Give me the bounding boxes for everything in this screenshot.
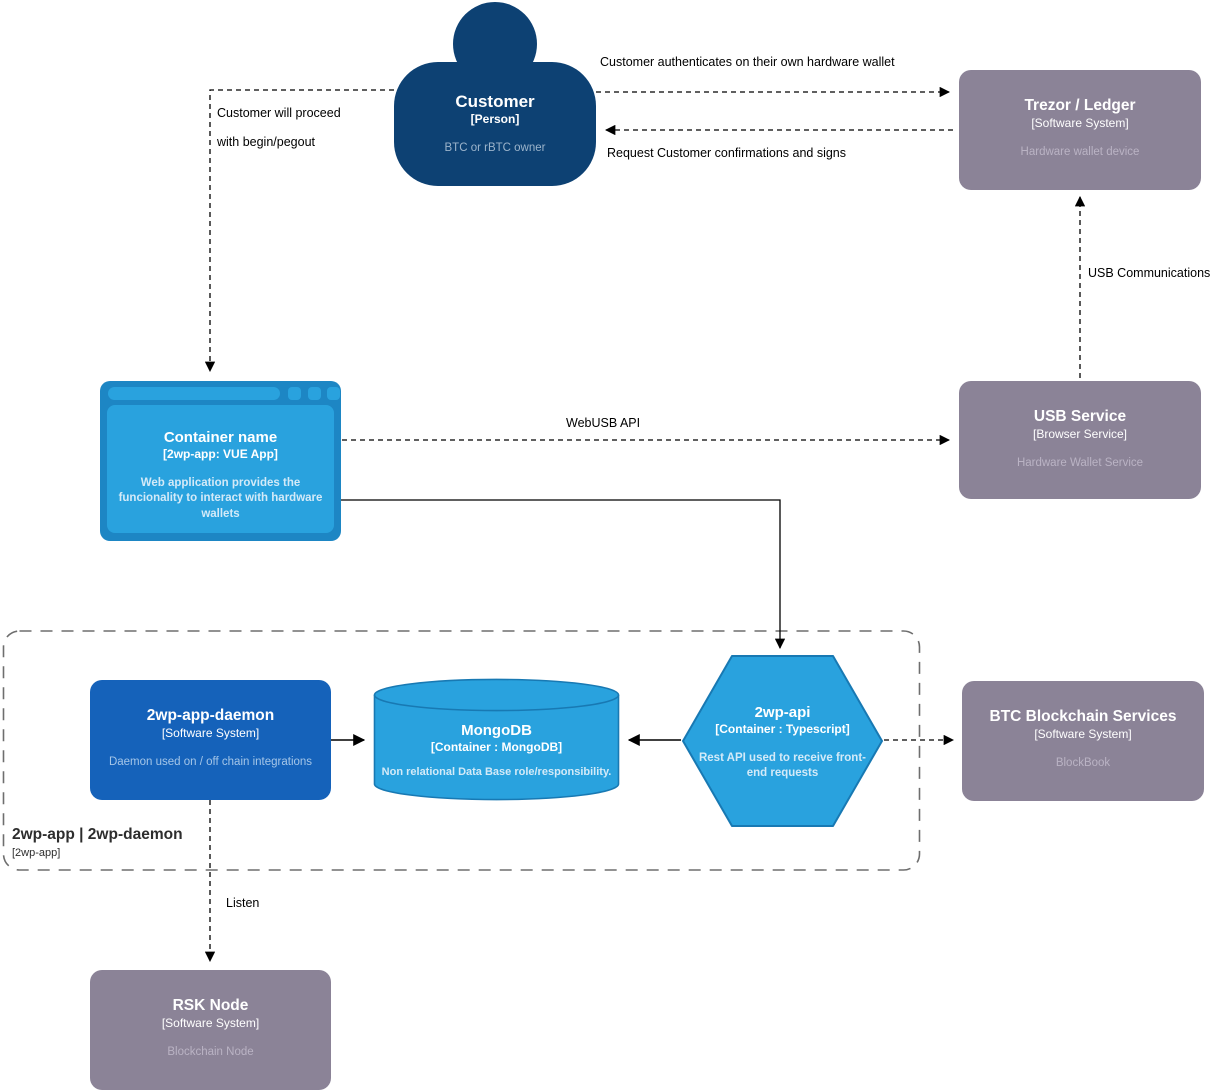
node-api: 2wp-api [Container : Typescript] Rest AP…	[682, 655, 883, 827]
node-title: BTC Blockchain Services	[989, 708, 1177, 725]
node-type: [Browser Service]	[1032, 426, 1128, 441]
node-type: [Software System]	[1031, 115, 1129, 130]
node-desc: Non relational Data Base role/responsibi…	[381, 765, 612, 778]
node-desc: Blockchain Node	[167, 1046, 254, 1059]
node-title: 2wp-api	[754, 704, 811, 721]
node-rsk: RSK Node [Software System] Blockchain No…	[90, 970, 331, 1090]
node-customer: Customer [Person] BTC or rBTC owner	[394, 62, 596, 186]
node-desc: Web application provides the funcionalit…	[118, 476, 323, 520]
node-btc-blockchain: BTC Blockchain Services [Software System…	[962, 681, 1204, 801]
node-type: [Software System]	[1034, 726, 1132, 741]
node-usb-service: USB Service [Browser Service] Hardware W…	[959, 381, 1201, 499]
boundary-box	[2, 630, 921, 871]
node-title: Trezor / Ledger	[1024, 97, 1136, 114]
edge-label-webusb-api: WebUSB API	[566, 416, 641, 430]
node-web-app: Container name [2wp-app: VUE App] Web ap…	[100, 381, 341, 541]
node-desc: BlockBook	[1055, 757, 1111, 770]
edge-label-listen: Listen	[226, 896, 260, 910]
node-type: [Container : Typescript]	[715, 722, 850, 736]
edge-label-request-signs: Request Customer confirmations and signs	[607, 146, 847, 160]
node-desc: Hardware wallet device	[1020, 146, 1140, 159]
browser-address-bar	[108, 387, 280, 400]
boundary-subtitle: [2wp-app]	[12, 847, 61, 859]
node-desc: Daemon used on / off chain integrations	[108, 756, 313, 769]
node-desc: BTC or rBTC owner	[444, 141, 546, 154]
node-title: 2wp-app-daemon	[146, 707, 275, 724]
browser-window-button	[327, 387, 340, 400]
node-type: [Person]	[470, 112, 520, 127]
cylinder-shape	[373, 678, 620, 801]
node-type: [Software System]	[161, 1015, 260, 1030]
node-desc: Rest API used to receive front-end reque…	[698, 751, 866, 780]
node-title: MongoDB	[461, 722, 532, 739]
node-mongodb: MongoDB [Container : MongoDB] Non relati…	[373, 678, 620, 801]
edge-label-authenticate: Customer authenticates on their own hard…	[600, 55, 895, 69]
browser-window-button	[288, 387, 301, 400]
node-title: Customer	[455, 92, 535, 111]
node-daemon: 2wp-app-daemon [Software System] Daemon …	[90, 680, 331, 800]
browser-content-panel: Container name [2wp-app: VUE App] Web ap…	[107, 405, 334, 533]
hexagon-shape	[682, 655, 883, 827]
edge-label-proceed-2: with begin/pegout	[217, 135, 315, 149]
node-type: [2wp-app: VUE App]	[163, 447, 278, 461]
node-title: RSK Node	[172, 997, 249, 1014]
edge-label-proceed-1: Customer will proceed	[217, 106, 341, 120]
node-desc: Hardware Wallet Service	[1016, 457, 1144, 470]
boundary-title: 2wp-app | 2wp-daemon	[12, 826, 183, 843]
edge-label-usb-communications: USB Communications	[1088, 266, 1211, 280]
node-title: Container name	[163, 429, 278, 446]
browser-window-button	[308, 387, 321, 400]
node-type: [Software System]	[161, 725, 260, 740]
node-trezor-ledger: Trezor / Ledger [Software System] Hardwa…	[959, 70, 1201, 190]
node-type: [Container : MongoDB]	[430, 740, 563, 754]
node-title: USB Service	[1033, 408, 1127, 425]
